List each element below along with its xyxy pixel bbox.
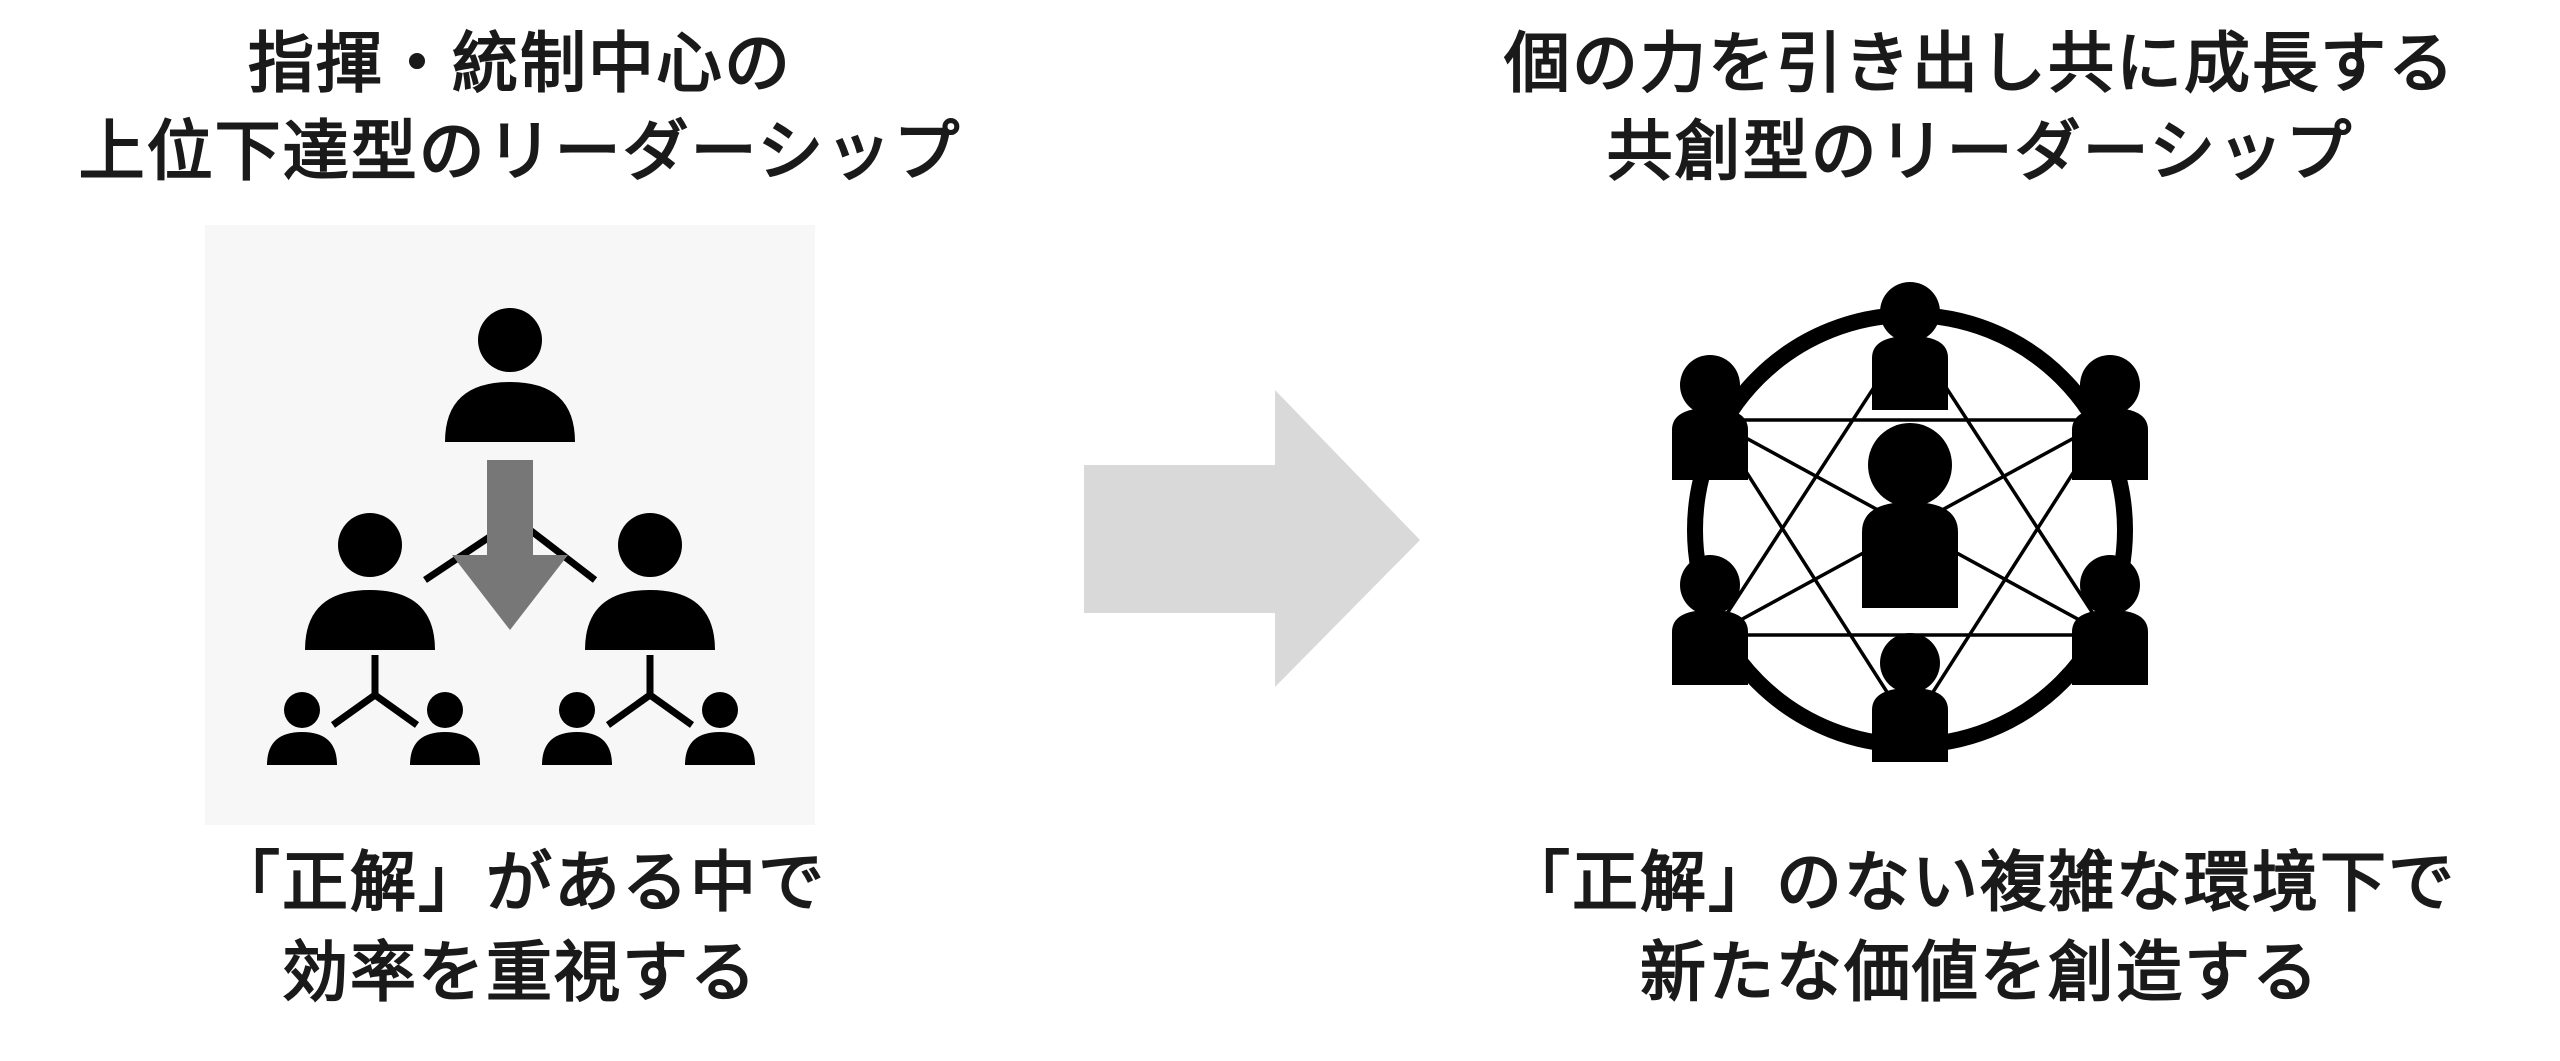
right-caption-line2: 新たな価値を創造する — [1640, 934, 2320, 1011]
right-heading-line2: 共創型のリーダーシップ — [1606, 113, 2354, 190]
circular-network-icon — [1672, 282, 2148, 762]
right-arrow-icon — [1084, 390, 1420, 687]
manager-person-icon-left — [305, 513, 435, 650]
manager-person-icon-right — [585, 513, 715, 650]
left-heading: 指揮・統制中心の 上位下達型のリーダーシップ — [20, 20, 1020, 196]
network-person-icons — [1672, 282, 2148, 762]
right-heading: 個の力を引き出し共に成長する 共創型のリーダーシップ — [1420, 20, 2540, 196]
leader-person-icon — [445, 308, 575, 442]
left-caption: 「正解」がある中で 効率を重視する — [20, 838, 1020, 1018]
left-heading-line1: 指揮・統制中心の — [248, 25, 792, 102]
down-arrow-icon — [452, 460, 568, 630]
top-down-hierarchy-icon — [205, 225, 815, 825]
right-caption-line1: 「正解」のない複雑な環境下で — [1504, 844, 2456, 921]
left-caption-line1: 「正解」がある中で — [214, 844, 826, 921]
right-heading-line1: 個の力を引き出し共に成長する — [1504, 25, 2456, 102]
left-caption-line2: 効率を重視する — [282, 934, 758, 1011]
member-person-icons — [267, 692, 755, 765]
left-heading-line2: 上位下達型のリーダーシップ — [78, 113, 962, 190]
right-caption: 「正解」のない複雑な環境下で 新たな価値を創造する — [1420, 838, 2540, 1018]
